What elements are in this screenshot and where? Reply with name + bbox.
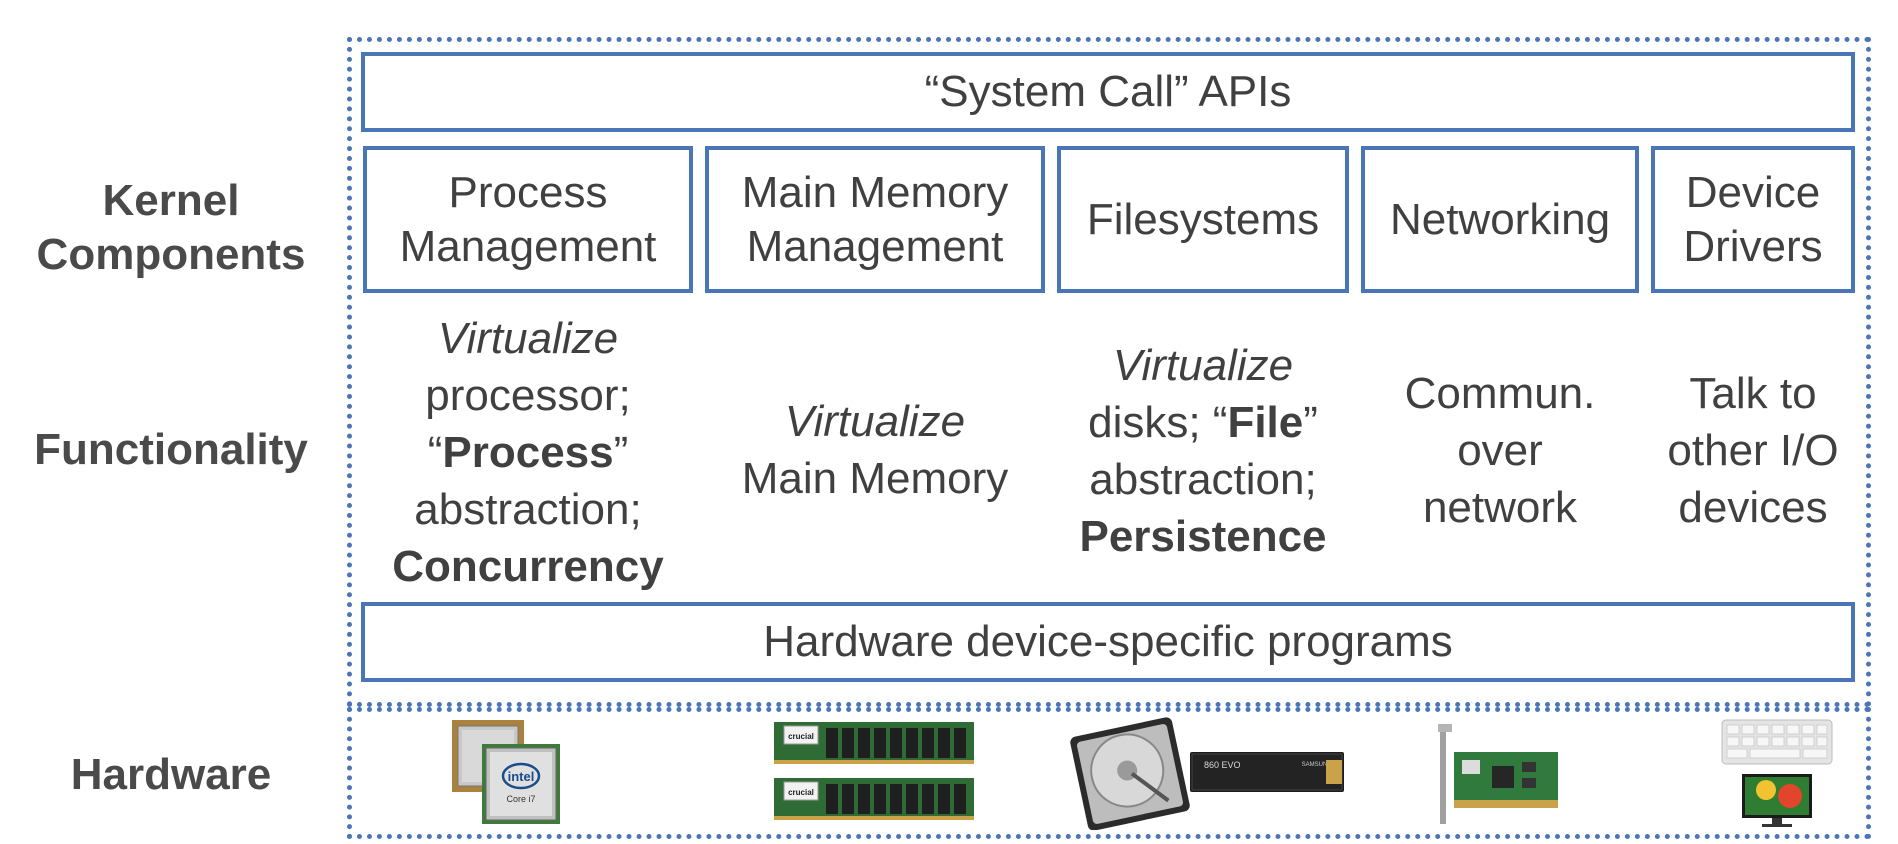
persistence-keyword: Persistence — [1079, 512, 1327, 561]
ssd-brand-text: SAMSUNG — [1302, 762, 1333, 768]
func-text: other I/O — [1667, 425, 1839, 475]
ssd-model-text: 860 EVO — [1204, 760, 1241, 770]
row-label-hardware: Hardware — [70, 750, 272, 799]
component-label-line: Device — [1685, 167, 1821, 217]
row-label-kernel-line-1: Kernel — [102, 176, 240, 225]
chip-brand-text: intel — [508, 769, 535, 784]
component-label-line: Filesystems — [1086, 194, 1320, 244]
quote: ” — [613, 427, 629, 477]
functionality-process: Virtualize processor; “Process” abstract… — [363, 308, 693, 596]
chip-model-text: Core i7 — [506, 794, 535, 804]
functionality-networking: Commun. over network — [1361, 364, 1639, 536]
kernel-region — [347, 37, 1871, 707]
hardware-region — [347, 707, 1871, 839]
system-call-api-label: “System Call” APIs — [924, 67, 1292, 116]
functionality-drivers: Talk to other I/O devices — [1651, 364, 1855, 536]
hardware-programs-label: Hardware device-specific programs — [763, 617, 1453, 666]
func-text: Virtualize — [784, 397, 966, 446]
func-text: abstraction; — [414, 484, 642, 534]
keyboard-monitor-icon — [1718, 716, 1836, 830]
row-label-functionality: Functionality — [34, 425, 308, 474]
func-text-file-abstraction: disks; “File” — [1088, 394, 1318, 451]
func-text: processor; — [425, 370, 631, 420]
hard-disk-ssd-icon: 860 EVO SAMSUNG — [1070, 716, 1346, 830]
file-keyword: File — [1227, 398, 1304, 447]
ram-brand-text: crucial — [788, 788, 814, 797]
concurrency-keyword: Concurrency — [392, 541, 664, 591]
component-label-line: Drivers — [1683, 221, 1823, 271]
func-text: over — [1457, 425, 1543, 475]
component-label-line: Management — [399, 221, 657, 271]
quote: “ — [427, 427, 443, 477]
ram-modules-icon: crucial crucial — [770, 718, 978, 826]
func-text: abstraction; — [1089, 455, 1317, 504]
network-card-icon — [1434, 716, 1562, 830]
row-label-kernel-components: Kernel Components — [0, 168, 342, 288]
func-text: Talk to — [1689, 368, 1817, 418]
func-text: Virtualize — [437, 313, 619, 363]
func-text: devices — [1678, 482, 1828, 532]
ram-brand-text: crucial — [788, 732, 814, 741]
func-text: network — [1422, 482, 1578, 532]
hardware-programs-box: Hardware device-specific programs — [361, 602, 1855, 682]
component-label-line: Management — [746, 221, 1004, 271]
cpu-chip-icon: intel Core i7 — [448, 716, 564, 830]
func-text: Commun. — [1404, 368, 1596, 418]
component-device-drivers: Device Drivers — [1651, 146, 1855, 293]
component-main-memory-management: Main Memory Management — [705, 146, 1045, 293]
component-process-management: Process Management — [363, 146, 693, 293]
component-label-line: Networking — [1389, 194, 1611, 244]
component-label-line: Process — [448, 167, 608, 217]
func-text: Virtualize — [1112, 341, 1294, 390]
system-call-api-box: “System Call” APIs — [361, 52, 1855, 132]
func-text: Main Memory — [741, 454, 1009, 503]
component-networking: Networking — [1361, 146, 1639, 293]
functionality-memory: Virtualize Main Memory — [705, 392, 1045, 508]
component-filesystems: Filesystems — [1057, 146, 1349, 293]
component-label-line: Main Memory — [741, 167, 1009, 217]
functionality-filesystems: Virtualize disks; “File” abstraction; Pe… — [1057, 336, 1349, 566]
row-label-kernel-line-2: Components — [36, 230, 306, 279]
func-text-process-abstraction: “Process” — [428, 424, 629, 481]
quote: ” — [1303, 398, 1318, 447]
process-keyword: Process — [442, 427, 614, 477]
func-text: disks; “ — [1088, 398, 1228, 447]
